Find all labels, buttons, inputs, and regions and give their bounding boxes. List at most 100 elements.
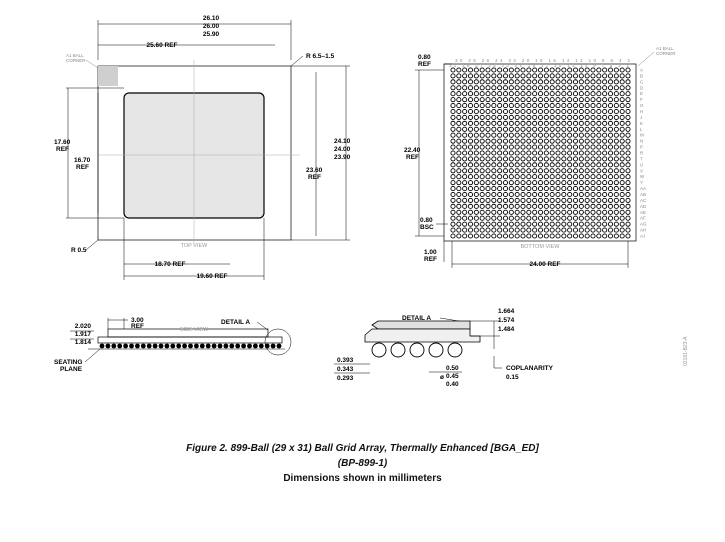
solder-ball [526, 209, 532, 215]
solder-ball [549, 138, 555, 144]
solder-ball [584, 120, 590, 126]
solder-ball [590, 197, 596, 203]
solder-ball [526, 215, 532, 221]
solder-ball [584, 180, 590, 186]
solder-ball [590, 73, 596, 79]
solder-ball [561, 91, 567, 97]
solder-ball [543, 85, 549, 91]
solder-ball [625, 233, 631, 239]
solder-ball [537, 103, 544, 109]
solder-ball [543, 162, 549, 168]
svg-text:CORNER: CORNER [66, 58, 86, 63]
solder-ball [526, 197, 532, 203]
solder-ball [485, 203, 491, 209]
solder-ball [456, 103, 462, 109]
solder-ball [497, 79, 503, 85]
solder-ball [508, 73, 514, 79]
solder-ball [578, 186, 584, 192]
solder-ball [537, 233, 544, 239]
solder-ball [567, 174, 573, 180]
solder-ball [619, 150, 625, 156]
solder-ball [561, 138, 567, 144]
solder-ball [555, 191, 561, 198]
solder-ball [473, 97, 479, 103]
solder-ball [491, 215, 497, 221]
solder-ball [543, 114, 549, 120]
solder-ball [473, 120, 479, 126]
solder-ball [549, 85, 555, 91]
solder-ball [467, 174, 474, 180]
ball-pitch: 0.80 [420, 217, 433, 224]
side-ball [217, 343, 223, 349]
solder-ball [485, 132, 491, 138]
inner-height-1-ref: REF [56, 146, 69, 153]
solder-ball [456, 97, 462, 103]
solder-ball [467, 215, 474, 221]
top-width-ref: 25.60 REF [146, 42, 177, 49]
solder-ball [485, 168, 491, 174]
solder-ball [590, 168, 596, 174]
solder-ball [549, 150, 555, 156]
solder-ball [537, 215, 544, 221]
solder-ball [479, 174, 485, 180]
solder-ball [602, 132, 608, 138]
solder-ball [532, 108, 538, 115]
solder-ball [450, 103, 456, 109]
solder-ball [514, 150, 520, 156]
solder-ball [491, 162, 497, 168]
solder-ball [596, 197, 602, 203]
side-ball [258, 343, 264, 349]
solder-ball [572, 191, 579, 198]
detail-substrate [364, 328, 481, 343]
solder-ball [526, 221, 532, 227]
solder-ball [467, 73, 474, 79]
solder-ball [602, 126, 608, 132]
solder-ball [502, 168, 509, 174]
solder-ball [467, 227, 474, 233]
solder-ball [473, 126, 479, 132]
solder-ball [555, 180, 561, 186]
detail-ball [371, 342, 387, 358]
solder-ball [485, 85, 491, 91]
solder-ball [584, 186, 590, 192]
solder-ball [590, 233, 596, 239]
solder-ball [485, 114, 491, 120]
detail-a: DETAIL A 1.664 1.574 1.484 0.393 0.343 0… [334, 308, 554, 388]
solder-ball [526, 79, 532, 85]
solder-ball [450, 174, 456, 180]
solder-ball [462, 85, 468, 91]
solder-ball [613, 138, 619, 144]
solder-ball [561, 132, 567, 138]
solder-ball [450, 162, 456, 168]
solder-ball [537, 227, 544, 233]
solder-ball [543, 73, 549, 79]
solder-ball [590, 180, 596, 186]
solder-ball [479, 186, 485, 192]
solder-ball [549, 233, 555, 239]
solder-ball [479, 150, 485, 156]
solder-ball [549, 103, 555, 109]
solder-ball [462, 162, 468, 168]
solder-ball [520, 180, 526, 186]
solder-ball [537, 150, 544, 156]
solder-ball [602, 150, 608, 156]
solder-ball [508, 203, 514, 209]
solder-ball [613, 108, 619, 115]
solder-ball [578, 138, 584, 144]
solder-ball [526, 168, 532, 174]
solder-ball [537, 85, 544, 91]
solder-ball [578, 103, 584, 109]
solder-ball [602, 180, 608, 186]
solder-ball [561, 209, 567, 215]
solder-ball [497, 144, 503, 150]
solder-ball [491, 67, 497, 73]
solder-ball [578, 132, 584, 138]
solder-ball [462, 168, 468, 174]
solder-ball [607, 144, 614, 150]
solder-ball [590, 150, 596, 156]
solder-ball [462, 138, 468, 144]
solder-ball [543, 126, 549, 132]
solder-ball [625, 174, 631, 180]
bottom-view: 30 28 26 24 22 20 18 16 14 12 10 8 6 4 2… [404, 46, 676, 268]
solder-ball [567, 144, 573, 150]
